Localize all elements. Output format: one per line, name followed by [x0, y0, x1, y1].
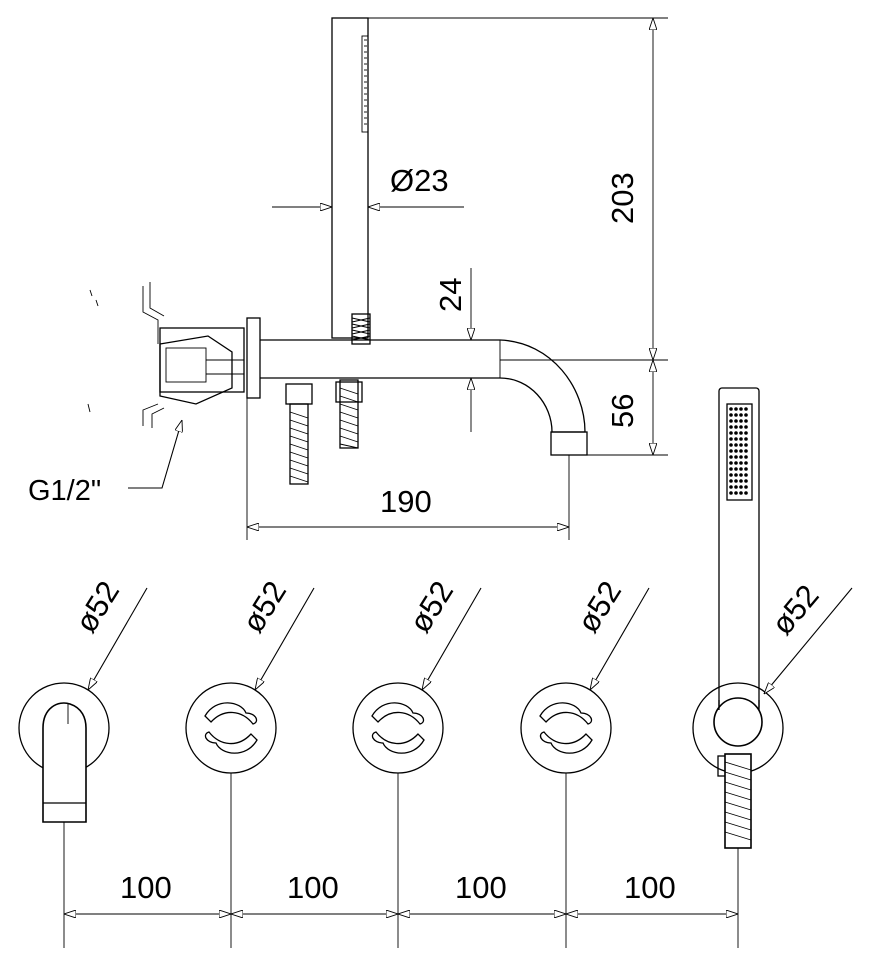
dim-offset-24: 24 — [433, 268, 471, 432]
dim-spacing-1: 100 — [64, 870, 231, 914]
dim-label-24: 24 — [433, 278, 468, 312]
dim-height-56: 56 — [587, 360, 668, 456]
dim-label-spacing-3: 100 — [455, 870, 507, 905]
dim-label-diameter-52-2: ø52 — [235, 575, 293, 639]
dim-label-spacing-4: 100 — [624, 870, 676, 905]
wall-plate — [246, 317, 261, 399]
dim-spacing-4: 100 — [566, 870, 738, 914]
dim-label-diameter-52-3: ø52 — [402, 575, 460, 639]
spout-rosette — [18, 682, 110, 823]
hoses — [285, 379, 363, 485]
dim-diameter-23: Ø23 — [272, 163, 464, 207]
dim-label-diameter-23: Ø23 — [390, 163, 449, 198]
dim-diameter-52-group: ø52 ø52 ø52 ø52 ø52 — [68, 575, 853, 694]
spray-nozzles — [729, 407, 748, 495]
callout-thread: G1/2" — [28, 420, 182, 507]
callout-label-thread: G1/2" — [28, 475, 101, 507]
dim-label-diameter-52-4: ø52 — [570, 575, 628, 639]
spout-outlet — [550, 431, 588, 456]
dim-label-190: 190 — [380, 484, 432, 519]
spacing-extension-lines — [63, 773, 739, 948]
mixer-knob-1 — [185, 682, 277, 774]
side-view: Ø23 203 24 56 190 — [28, 17, 668, 540]
dim-label-diameter-52-5: ø52 — [765, 578, 826, 641]
hand-shower-side — [331, 17, 371, 345]
front-view: ø52 ø52 ø52 ø52 ø52 100 100 — [18, 575, 853, 948]
dim-label-spacing-2: 100 — [287, 870, 339, 905]
hand-shower-front — [718, 387, 760, 711]
shower-holder-rosette — [692, 682, 784, 849]
dim-label-diameter-52-1: ø52 — [68, 575, 126, 639]
mixer-knob-3 — [520, 682, 612, 774]
dim-label-203: 203 — [605, 172, 640, 224]
dim-label-spacing-1: 100 — [120, 870, 172, 905]
dim-spacing-3: 100 — [398, 870, 566, 914]
concealed-body — [87, 282, 245, 428]
spout — [260, 339, 586, 433]
dim-height-203: 203 — [368, 17, 668, 361]
dim-length-190: 190 — [246, 398, 570, 540]
dim-spacing-2: 100 — [231, 870, 398, 914]
mixer-knob-2 — [352, 682, 444, 774]
dim-label-56: 56 — [605, 394, 640, 428]
